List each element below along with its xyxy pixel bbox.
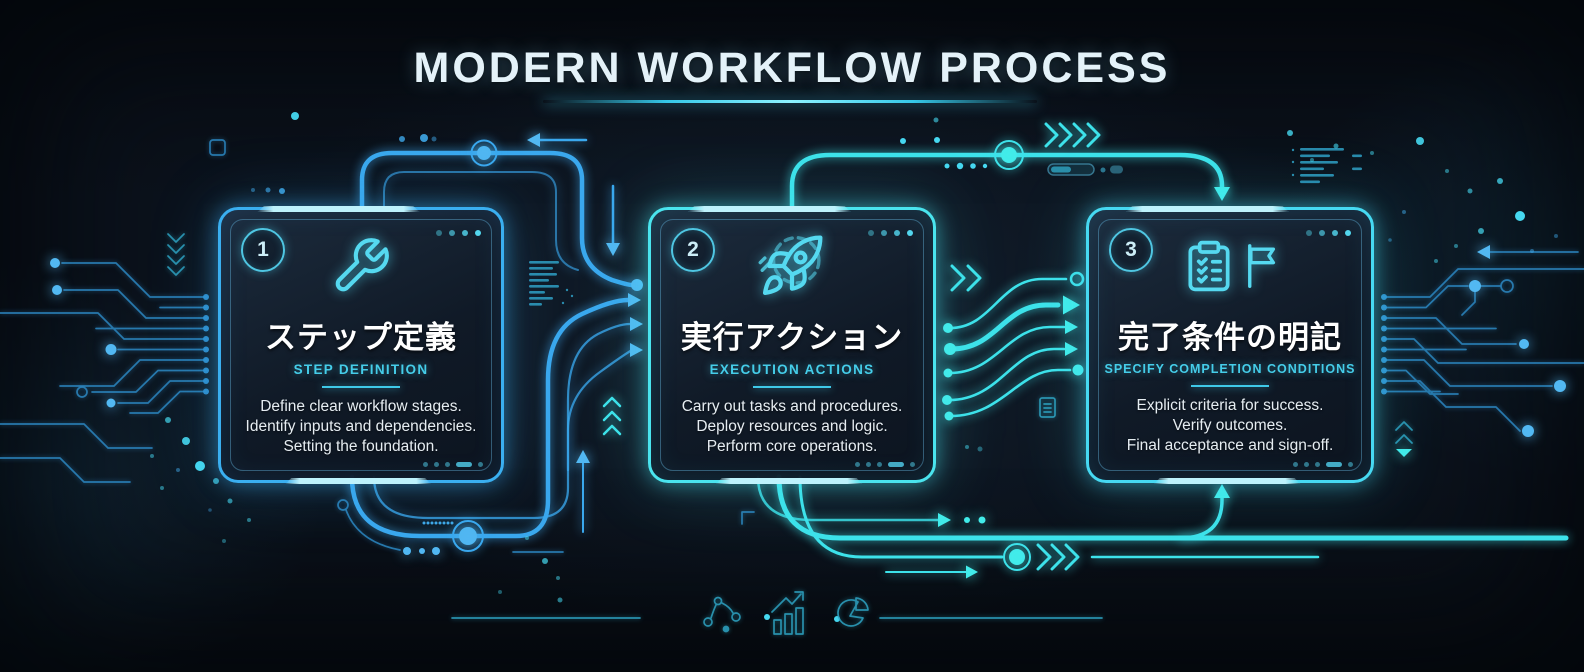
progress-capsule <box>1047 163 1123 176</box>
step-number: 2 <box>687 238 699 261</box>
decor-dots-bottom <box>423 462 483 467</box>
arrow-down-icon <box>1214 187 1230 201</box>
rocket-icon <box>651 234 933 298</box>
decor-dots-bottom <box>1293 462 1353 467</box>
particles <box>150 112 1558 603</box>
arrow-right-icon <box>630 343 643 357</box>
card-bottom-notch <box>715 478 863 484</box>
card-top-notch <box>1125 206 1290 212</box>
connector-card1-to-card2 <box>337 261 643 555</box>
wrench-icon <box>221 234 501 298</box>
divider <box>1191 385 1269 387</box>
card-top-notch <box>257 206 420 212</box>
arrow-down-icon <box>606 243 620 256</box>
card-subtitle-en: EXECUTION ACTIONS <box>709 362 875 377</box>
code-lines-decor-top-right <box>1291 148 1362 184</box>
step-number-badge: 3 <box>1109 228 1153 272</box>
step-number: 3 <box>1125 238 1137 261</box>
decor-dots-bottom <box>855 462 915 467</box>
step-number-badge: 1 <box>241 228 285 272</box>
arrow-right-icon <box>966 565 978 579</box>
document-icon <box>1039 397 1056 418</box>
card-body-line: Setting the foundation. <box>283 438 439 455</box>
arrow-up-icon <box>576 450 590 463</box>
title-underline <box>543 100 1037 103</box>
step-number: 1 <box>257 238 269 261</box>
chevrons-up-icon <box>602 396 622 436</box>
step-card-1: 1 ステップ定義 STEP DEFINITION Define clear wo… <box>218 206 504 484</box>
chevrons-right-icon <box>1044 122 1101 148</box>
arrow-left-icon <box>527 133 540 147</box>
step-card-2: 2 実行アクション EXECUTION ACTIONS Carry out ta… <box>648 206 936 484</box>
card-body-line: Final acceptance and sign-off. <box>1126 437 1334 454</box>
step-card-3: 3 完了条件の明記 SPECIFY COMPLETION CONDITIONS … <box>1086 206 1374 484</box>
card-body-line: Explicit criteria for success. <box>1136 397 1324 414</box>
card-title-ja: 完了条件の明記 <box>1118 320 1342 355</box>
card-top-notch <box>687 206 852 212</box>
clipboard-checklist-flag-icon <box>1089 234 1371 298</box>
arrow-right-icon <box>938 513 951 527</box>
connector-bottom <box>741 474 1569 579</box>
chevrons-up-icon <box>1395 421 1413 444</box>
step-number-badge: 2 <box>671 228 715 272</box>
chevrons-down-icon <box>167 233 185 276</box>
divider <box>322 386 400 388</box>
card-body-line: Define clear workflow stages. <box>260 398 462 415</box>
circuit-right <box>1381 245 1584 457</box>
card-body-line: Identify inputs and dependencies. <box>245 418 477 435</box>
decor-dots-top <box>1306 230 1351 236</box>
decor-dots-top <box>436 230 481 236</box>
card-body-line: Perform core operations. <box>706 438 878 455</box>
divider <box>753 386 831 388</box>
card-body-line: Verify outcomes. <box>1172 417 1288 434</box>
chevrons-right-icon <box>950 264 982 292</box>
card-subtitle-en: STEP DEFINITION <box>293 362 429 377</box>
arrow-right-icon <box>1065 320 1078 334</box>
connector-loop-top-left <box>359 133 643 291</box>
arrow-left-icon <box>1477 245 1490 259</box>
arrow-right-icon <box>1063 295 1080 315</box>
arrow-up-icon <box>1214 484 1230 498</box>
circuit-left <box>0 233 209 483</box>
clipboard-checklist-icon <box>1188 240 1230 292</box>
bar-chart-trend-icon <box>771 591 804 635</box>
card-body-line: Deploy resources and logic. <box>696 418 888 435</box>
arrow-right-icon <box>1065 342 1078 356</box>
card-title-ja: ステップ定義 <box>265 320 457 355</box>
card-body-line: Carry out tasks and procedures. <box>681 398 903 415</box>
footer-strip <box>451 591 1103 635</box>
code-lines-decor <box>529 261 574 306</box>
connector-card2-to-card3-middle <box>942 264 1085 452</box>
card-bottom-notch <box>285 478 431 484</box>
scatter-route-icon <box>703 596 741 633</box>
decor-dots-top <box>868 230 913 236</box>
arrow-right-icon <box>628 293 641 307</box>
arrow-right-icon <box>630 317 643 331</box>
card-bottom-notch <box>1153 478 1301 484</box>
card-title-ja: 実行アクション <box>680 320 904 355</box>
pie-chart-icon <box>837 597 869 627</box>
card-subtitle-en: SPECIFY COMPLETION CONDITIONS <box>1104 362 1356 376</box>
page-title: MODERN WORKFLOW PROCESS <box>413 44 1171 92</box>
flag-icon <box>1248 244 1276 288</box>
chevrons-right-icon <box>1036 543 1080 571</box>
connector-card2-to-card3-top <box>789 122 1230 210</box>
